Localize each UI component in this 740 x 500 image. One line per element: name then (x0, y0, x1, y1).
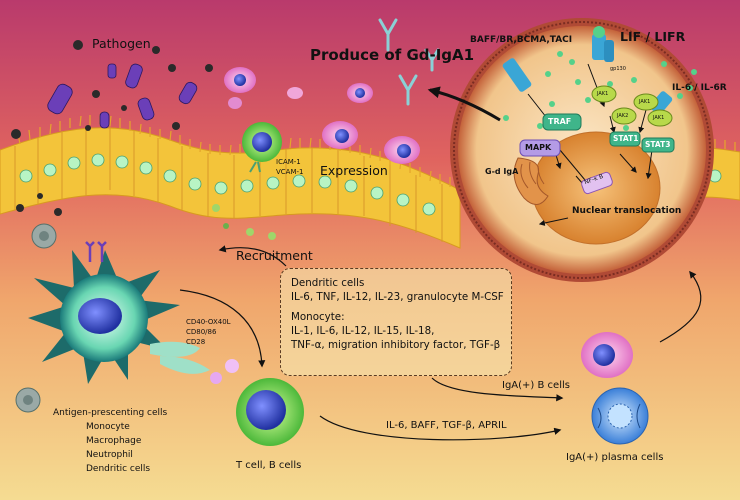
costim-cd40: CD40-OX40L (186, 318, 231, 326)
costim-cd80: CD80/86 (186, 328, 217, 336)
monocyte-cytokines-2: TNF-α, migration inhibitory factor, TGF-… (291, 339, 501, 351)
jak1-left (591, 85, 617, 103)
produce-gd-iga1-label: Produce of Gd-IgA1 (310, 46, 475, 64)
epithelium-layer (0, 115, 740, 249)
t-b-cells-label: T cell, B cells (236, 460, 302, 471)
stat3-label: STAT3 (645, 140, 671, 149)
expression-label: Expression (320, 163, 388, 178)
dc-title: Dendritic cells (291, 277, 365, 289)
traf-label: TRAF (548, 117, 572, 126)
apc-title: Antigen-prescenting cells (53, 408, 168, 418)
apc-monocyte: Monocyte (86, 422, 130, 432)
iga-plasma-cells-label: IgA(+) plasma cells (566, 452, 664, 463)
mapk-label: MAPK (525, 143, 552, 152)
lif-lifr-label: LIF / LIFR (620, 29, 686, 44)
iga-plasma-cell (591, 387, 649, 445)
b-cell-large (450, 18, 714, 282)
recruitment-label: Recruitment (236, 248, 313, 263)
gd-iga-label: G-d IgA (485, 167, 519, 176)
apc-dendritic: Dendritic cells (86, 464, 151, 474)
produce-arrow (427, 86, 501, 122)
nuclear-translocation-label: Nuclear translocation (572, 206, 682, 216)
grey-cells (15, 223, 57, 413)
box-to-igab-arrow (431, 377, 564, 402)
tb-cytokines-label: IL-6, BAFF, TGF-β, APRIL (386, 420, 507, 431)
costim-cd28: CD28 (186, 338, 206, 346)
antigen-presenting-cell (28, 241, 210, 384)
il6-il6r-label: IL-6 / IL-6R (672, 83, 727, 93)
gp130-label: gp130 (610, 66, 626, 72)
jak1-lower (647, 109, 673, 127)
stat1-label: STAT1 (613, 134, 639, 143)
apc-to-tcell-arrow (179, 289, 266, 368)
monocyte-cytokines-1: IL-1, IL-6, IL-12, IL-15, IL-18, (291, 325, 435, 337)
dc-cytokines: IL-6, TNF, IL-12, IL-23, granulocyte M-C… (291, 291, 504, 303)
nfkb-box (581, 171, 613, 195)
pathogen-label: Pathogen (92, 36, 151, 51)
icam-label: ICAM-1 (276, 158, 301, 166)
jak1-right (633, 93, 659, 111)
pathogen-cluster (11, 40, 213, 216)
t-b-cell (210, 359, 304, 446)
cytokine-info-box: Dendritic cells IL-6, TNF, IL-12, IL-23,… (280, 268, 512, 376)
vcam-label: VCAM-1 (276, 168, 304, 176)
adhesion-cell (212, 122, 282, 240)
pink-cells (224, 67, 420, 164)
monocyte-title: Monocyte: (291, 311, 345, 323)
jak1-label-right: JAK1 (639, 99, 651, 105)
stat3-box (641, 137, 675, 153)
traf-box (542, 113, 582, 131)
mapk-box (519, 139, 561, 157)
recruitment-arrow (218, 245, 287, 267)
jak2-node (611, 107, 637, 125)
apc-neutrophil: Neutrophil (86, 450, 133, 460)
tcell-to-plasma-arrow (319, 415, 562, 441)
jak1-label-left: JAK1 (597, 91, 609, 97)
stat1-box (609, 131, 641, 147)
apc-macrophage: Macrophage (86, 436, 142, 446)
jak2-label: JAK2 (617, 113, 629, 119)
igab-to-bcell-arrow (659, 270, 702, 343)
antibody-icons (378, 18, 440, 106)
baff-receptors-label: BAFF/BR,BCMA,TACI (470, 35, 573, 45)
iga-b-cells-label: IgA(+) B cells (502, 380, 570, 391)
iga-b-cell (581, 332, 633, 378)
jak1-label-lower: JAK1 (653, 115, 665, 121)
